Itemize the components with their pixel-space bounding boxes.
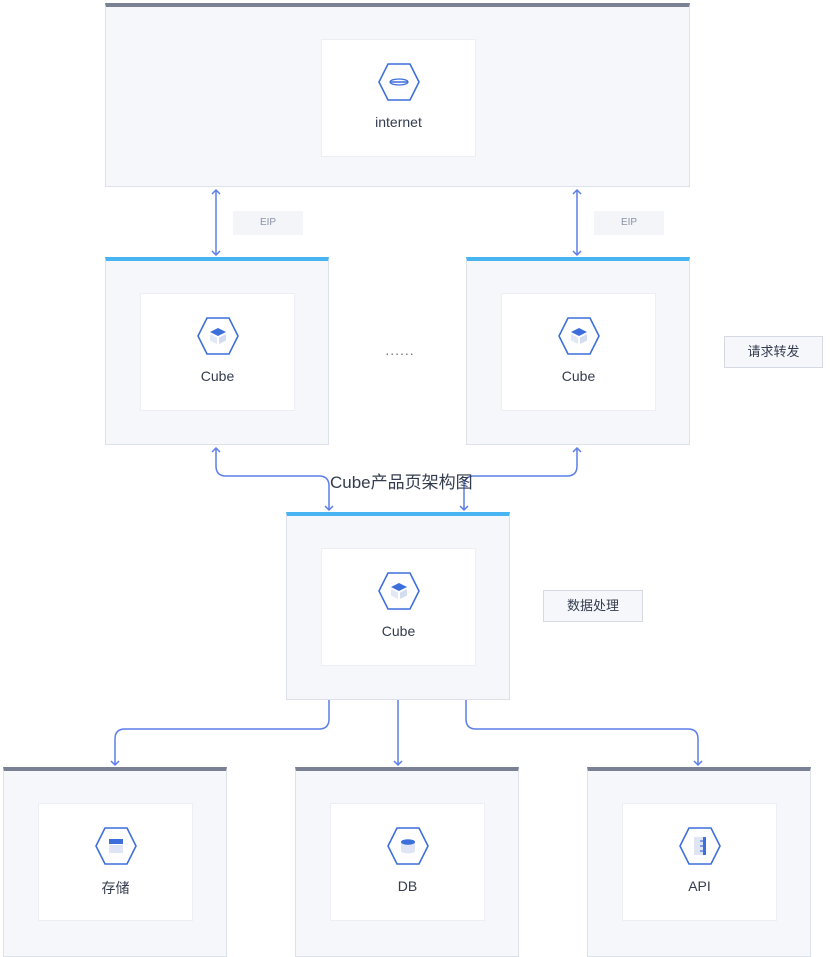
edge-cube-right-center [459,446,582,512]
internet-node[interactable]: internet [321,39,476,157]
cube-right-node[interactable]: Cube [501,293,656,411]
more-cubes-ellipsis: ...... [385,342,415,358]
cube-center-node[interactable]: Cube [321,548,476,666]
database-icon [386,827,429,865]
cube-icon [557,317,600,355]
storage-node[interactable]: 存储 [38,803,193,921]
api-node[interactable]: API [622,803,777,921]
internet-icon [377,63,420,101]
eip-label-right: EIP [594,211,664,235]
eip-label-left: EIP [233,211,303,235]
storage-label: 存储 [101,880,130,896]
db-node[interactable]: DB [330,803,485,921]
internet-label: internet [375,114,422,130]
db-container: DB [295,767,519,957]
cube-left-node[interactable]: Cube [140,293,295,411]
diagram-title: Cube产品页架构图 [330,473,473,492]
edge-center-storage [110,700,330,767]
storage-icon [94,827,137,865]
cube-left-label: Cube [200,368,235,384]
note-data-processing: 数据处理 [543,590,643,622]
api-label: API [688,878,711,894]
edge-center-api [465,700,703,767]
db-label: DB [397,878,418,894]
cube-center-container: Cube [286,512,510,700]
api-icon [678,827,721,865]
internet-container: internet [105,3,690,187]
edge-cube-left-center [211,446,334,512]
api-container: API [587,767,811,957]
cube-icon [377,572,420,610]
note-request-forward: 请求转发 [724,336,823,368]
cube-left-container: Cube [105,257,329,445]
cube-icon [196,317,239,355]
cube-right-container: Cube [466,257,690,445]
storage-container: 存储 [3,767,227,957]
cube-center-label: Cube [381,623,416,639]
cube-right-label: Cube [561,368,596,384]
